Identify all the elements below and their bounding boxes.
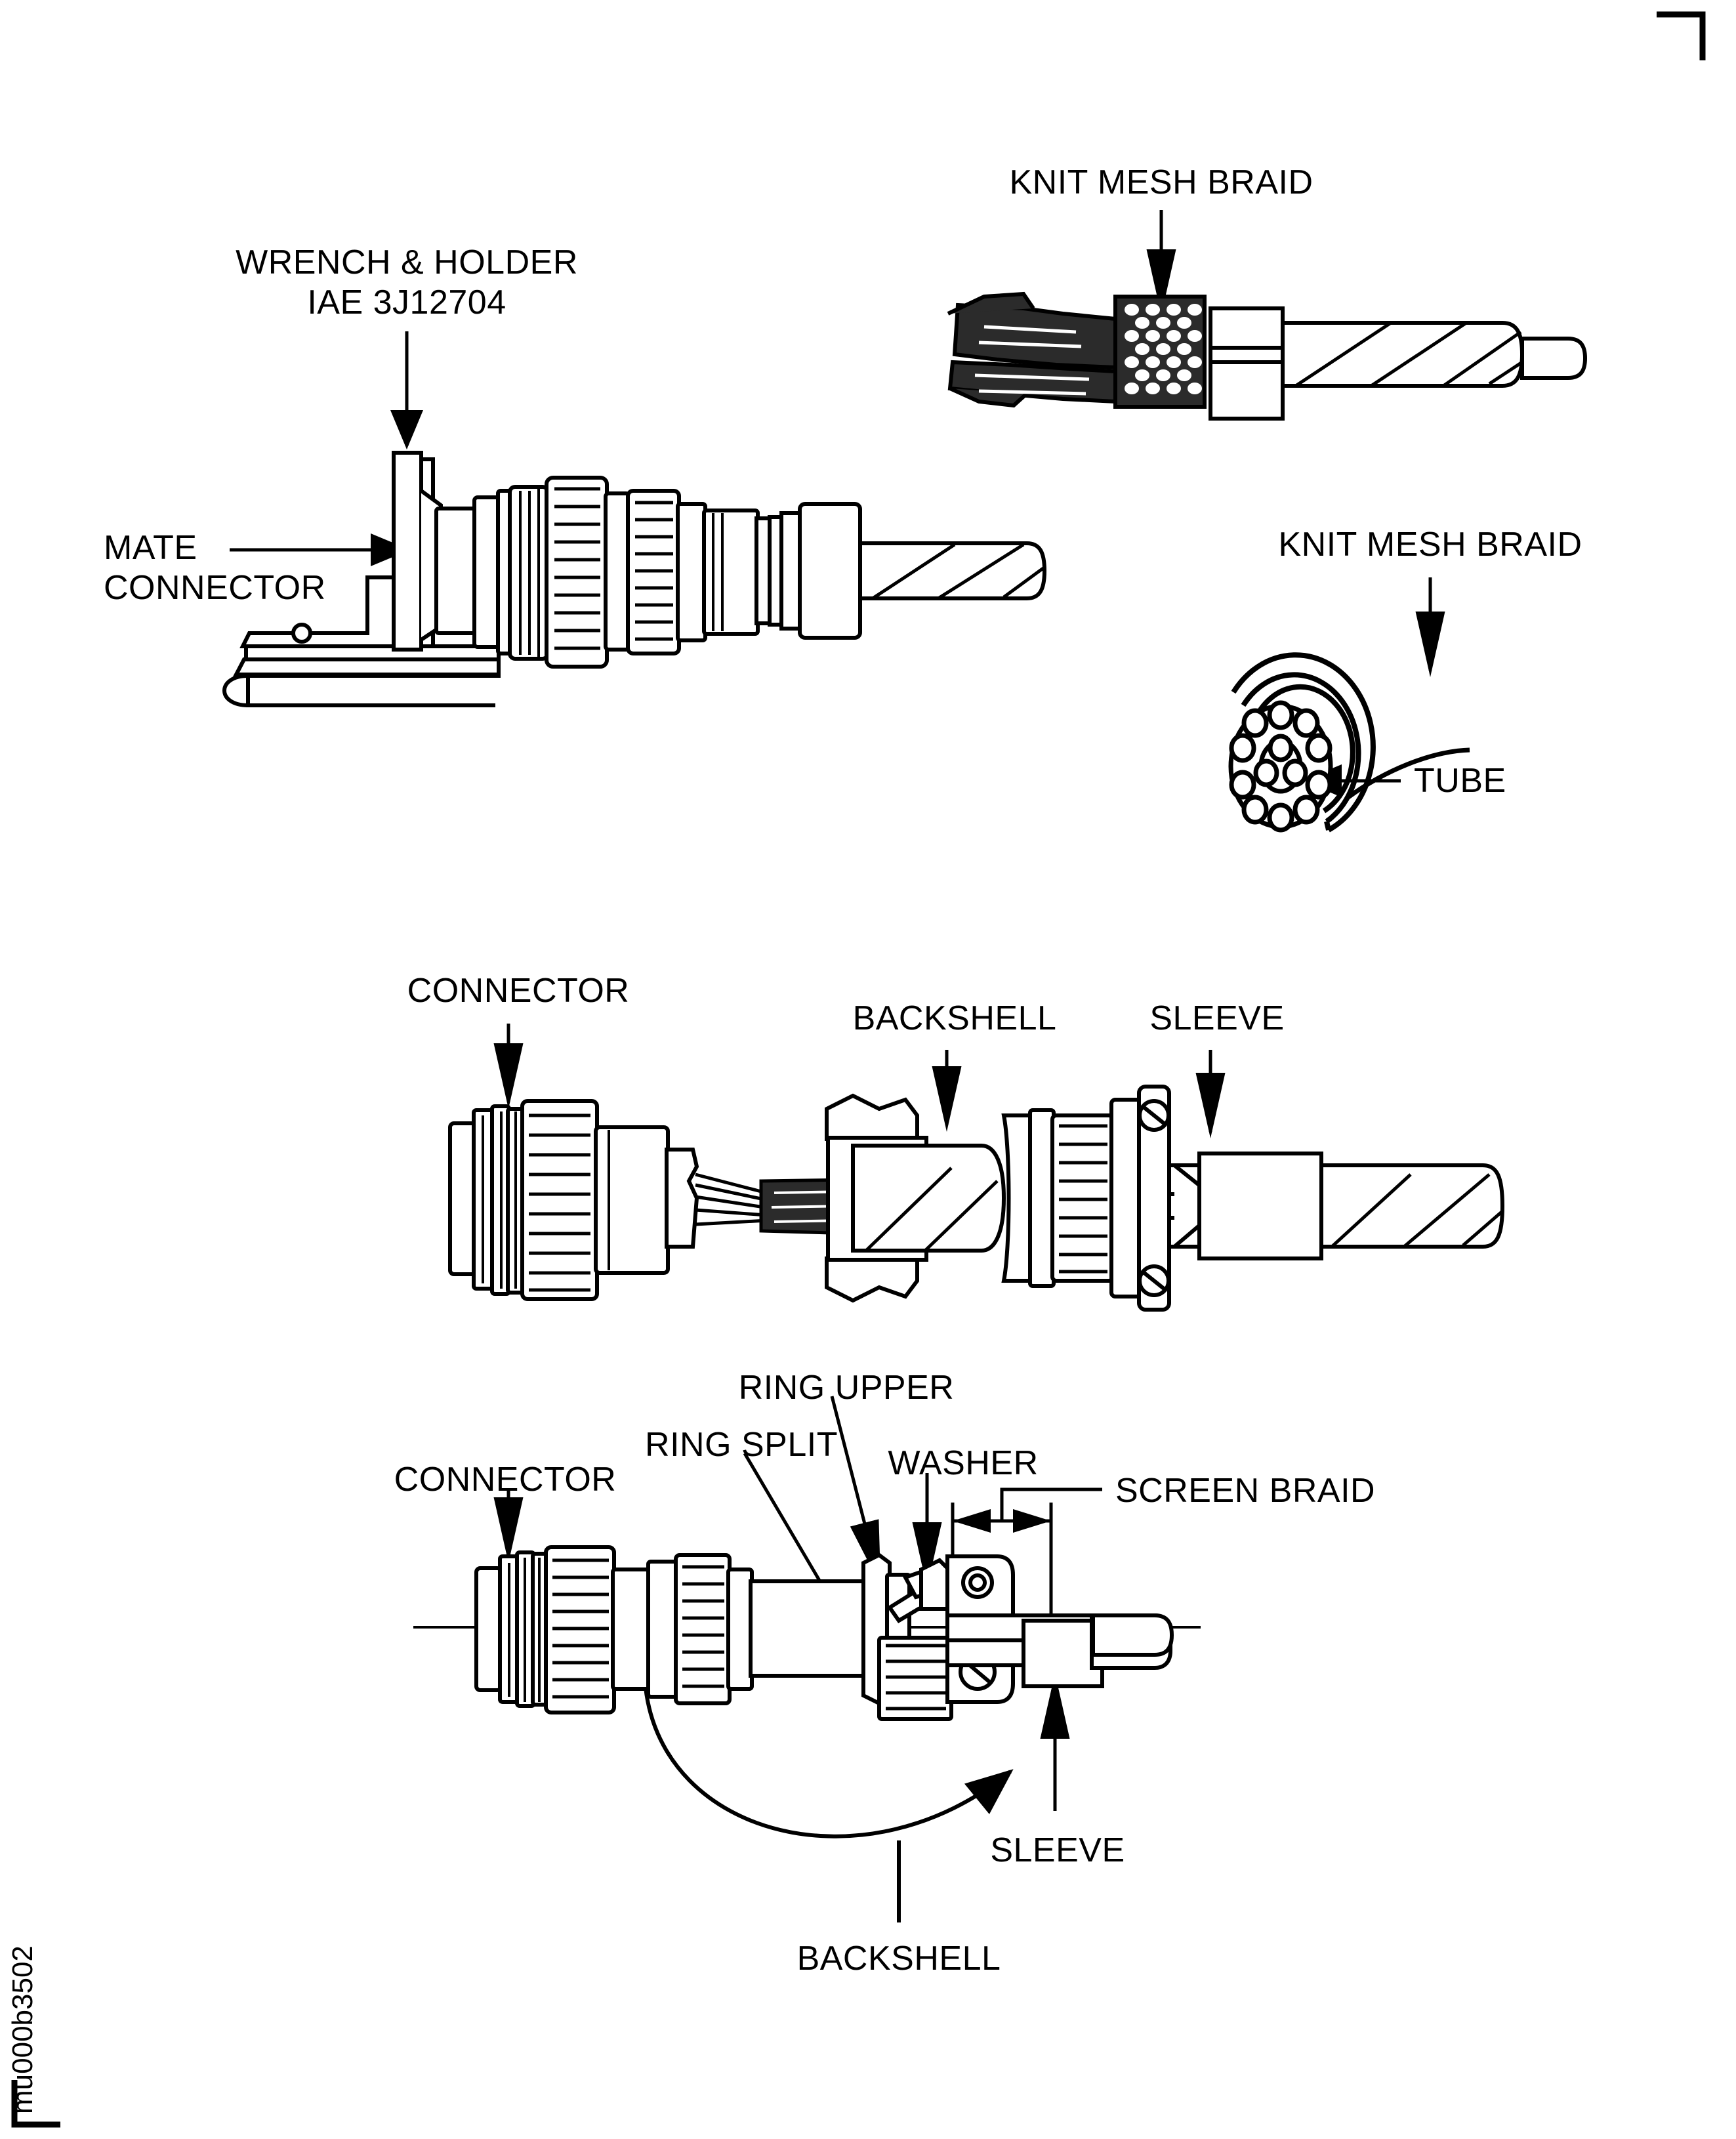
conductor-bundle bbox=[1228, 700, 1333, 833]
label-backshell-mid: BACKSHELL bbox=[852, 999, 1057, 1037]
tube-spiral bbox=[1231, 652, 1376, 833]
figure-wrench-holder bbox=[222, 331, 1047, 707]
exposed-braid-mid bbox=[695, 1173, 768, 1226]
knurl-band-1 bbox=[554, 487, 600, 650]
backshell-mid-body bbox=[825, 1085, 1171, 1312]
brace-backshell-bottom bbox=[621, 1642, 1014, 1922]
label-knit-mesh-braid-section: KNIT MESH BRAID bbox=[1278, 526, 1582, 564]
knit-mesh-section bbox=[1113, 295, 1207, 409]
sleeve-bottom-part bbox=[1022, 1613, 1174, 1688]
label-sleeve-bottom: SLEEVE bbox=[990, 1831, 1125, 1869]
knurl-band-mid-left bbox=[529, 1113, 590, 1292]
knurl-band-backshell-mid bbox=[1059, 1124, 1107, 1274]
braid-tail-curve bbox=[1346, 747, 1470, 799]
label-connector-mid: CONNECTOR bbox=[407, 972, 630, 1010]
dimension-screen-braid bbox=[951, 1487, 1102, 1627]
label-connector-bottom: CONNECTOR bbox=[394, 1461, 617, 1499]
sleeve-mid-part bbox=[1167, 1152, 1505, 1260]
braid-strands bbox=[947, 291, 1117, 408]
figure-knit-mesh-braid-side bbox=[947, 210, 1588, 421]
knurl-band-bottom-2 bbox=[682, 1565, 724, 1688]
label-tube: TUBE bbox=[1414, 762, 1506, 800]
cable-helix-1 bbox=[1281, 321, 1588, 388]
label-wrench-holder: WRENCH & HOLDER IAE 3J12704 bbox=[236, 243, 578, 322]
figure-code: mu000b3502 bbox=[7, 1945, 39, 2114]
connector-left-mid bbox=[448, 1099, 699, 1301]
label-washer: WASHER bbox=[888, 1444, 1039, 1482]
knurl-band-2 bbox=[635, 501, 673, 641]
figure-connector-backshell-sleeve bbox=[448, 1024, 1505, 1312]
figure-cable-cross-section bbox=[1228, 577, 1470, 833]
label-ring-split: RING SPLIT bbox=[645, 1426, 838, 1464]
label-screen-braid: SCREEN BRAID bbox=[1115, 1472, 1376, 1510]
cable-tail-1 bbox=[858, 541, 1047, 600]
label-backshell-bottom: BACKSHELL bbox=[796, 1940, 1001, 1978]
knurl-band-bottom-3 bbox=[886, 1644, 946, 1711]
connector-bottom-ribs bbox=[508, 1558, 541, 1702]
connector-mid-ribs bbox=[482, 1111, 610, 1289]
label-mate-connector: MATE CONNECTOR bbox=[104, 529, 326, 608]
knurl-band-bottom-1 bbox=[552, 1558, 609, 1699]
connector-ribs bbox=[519, 487, 724, 659]
corner-mark-bottom-left bbox=[11, 2080, 60, 2128]
corner-mark-top-right bbox=[1657, 11, 1706, 60]
connector-bottom-body bbox=[474, 1545, 865, 1714]
ferrule-1 bbox=[1209, 306, 1285, 421]
label-ring-upper: RING UPPER bbox=[738, 1369, 955, 1407]
label-sleeve-mid: SLEEVE bbox=[1149, 999, 1285, 1037]
label-knit-mesh-braid-top: KNIT MESH BRAID bbox=[1009, 163, 1313, 201]
figure-backshell-detail bbox=[413, 1396, 1201, 1922]
leader-ring-upper bbox=[830, 1396, 881, 1587]
